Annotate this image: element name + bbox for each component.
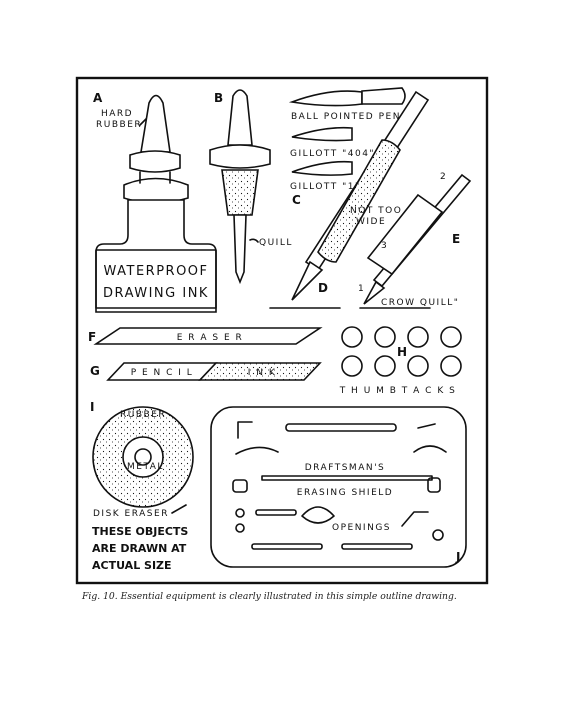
- label-d: D: [318, 281, 328, 295]
- stopper-cap: [227, 89, 253, 146]
- thumb-tack: [374, 355, 396, 377]
- ball-pointed-pen-label: BALL POINTED PEN: [291, 112, 401, 122]
- label-3: 3: [381, 241, 388, 251]
- rubber-label: RUBBER: [120, 410, 166, 420]
- thumb-tack: [440, 326, 462, 348]
- label-c: C: [292, 193, 301, 207]
- label-h: H: [397, 345, 407, 359]
- not-too-wide-label-1: NOT TOO: [350, 206, 402, 216]
- bottle-label-line-1: WATERPROOF: [103, 264, 208, 279]
- ball-pointed-pen-holder: [361, 87, 406, 105]
- crow-quill-holder: 2 3 1 E CROW QUILL": [358, 172, 472, 309]
- thumb-tack: [341, 326, 363, 348]
- pencil-label: P E N C I L: [131, 368, 194, 378]
- bottle-body: [95, 199, 217, 313]
- thumb-tack: [407, 326, 429, 348]
- label-b: B: [214, 91, 223, 105]
- disk-eraser: I RUBBER METAL DISK ERASER THESE OBJECTS…: [90, 400, 194, 572]
- dropper-stopper: B QUILL: [209, 89, 293, 285]
- thumb-tack: [440, 355, 462, 377]
- label-g: G: [90, 364, 100, 378]
- figure-frame: [75, 76, 489, 585]
- stopper-collar: [209, 144, 271, 169]
- pen-holder-grip: [317, 139, 401, 263]
- bottle-cap: [140, 94, 171, 153]
- disk-eraser-leader: [171, 504, 187, 514]
- thumb-tack: [407, 355, 429, 377]
- thumb-tacks: H T H U M B T A C K S: [339, 326, 462, 396]
- note-line-1: THESE OBJECTS: [92, 525, 188, 538]
- eraser-g: G P E N C I L I N K: [90, 362, 322, 381]
- eraser-shape: [93, 327, 323, 345]
- note-line-3: ACTUAL SIZE: [92, 559, 172, 572]
- stopper-cork: [221, 169, 259, 216]
- ink-eraser-end: [198, 362, 322, 381]
- bottle-label: [95, 249, 217, 309]
- openings-label: OPENINGS: [332, 523, 391, 533]
- disk-eraser-metal: [122, 436, 164, 478]
- gillott-404-nib: [291, 126, 353, 142]
- label-j: J: [455, 550, 460, 564]
- ink-label: I N K: [248, 368, 277, 378]
- label-e: E: [452, 232, 460, 246]
- crow-quill-nib: [363, 280, 386, 305]
- pen-holder-nib: [291, 260, 324, 301]
- pen-holder-d: NOT TOO WIDE D: [269, 90, 430, 309]
- thumb-tack: [341, 355, 363, 377]
- quill-label: QUILL: [259, 238, 293, 248]
- label-f: F: [88, 330, 96, 344]
- shield-label-1: DRAFTSMAN'S: [305, 463, 386, 473]
- gillott-170-label: GILLOTT "170": [290, 182, 375, 192]
- hard-rubber-label-2: RUBBER: [96, 120, 142, 130]
- not-too-wide-label-2: WIDE: [356, 217, 386, 227]
- thumb-tacks-label: T H U M B T A C K S: [339, 386, 457, 396]
- shield-outline: [210, 406, 467, 568]
- figure-caption: Fig. 10. Essential equipment is clearly …: [82, 591, 457, 602]
- pen-nibs: BALL POINTED PEN GILLOTT "404" GILLOTT "…: [288, 87, 406, 207]
- label-2: 2: [440, 172, 447, 182]
- ball-pointed-pen-nib: [288, 90, 363, 107]
- disk-eraser-label: DISK ERASER: [93, 509, 169, 519]
- thumb-tack: [374, 326, 396, 348]
- gillott-404-label: GILLOTT "404": [290, 149, 375, 159]
- crow-quill-label: CROW QUILL": [381, 298, 459, 308]
- hard-rubber-label-1: HARD: [101, 109, 133, 119]
- eraser-label: E R A S E R: [177, 333, 244, 343]
- gillott-170-nib: [291, 160, 353, 176]
- crow-quill-grip: [366, 193, 444, 276]
- eraser-f: F E R A S E R: [88, 327, 323, 345]
- shield-label-2: ERASING SHIELD: [297, 488, 393, 498]
- bottle-collar: [129, 150, 181, 173]
- note-line-2: ARE DRAWN AT: [92, 542, 187, 555]
- label-i: I: [90, 400, 94, 414]
- label-1: 1: [358, 284, 365, 294]
- bottle-label-line-2: DRAWING INK: [103, 286, 209, 301]
- quill-leader: [249, 238, 259, 243]
- ink-bottle: A HARD RUBBER WATERPROOF DRAWING INK: [93, 91, 217, 313]
- erasing-shield: DRAFTSMAN'S ERASING SHIELD OPENINGS J: [210, 406, 467, 568]
- stopper-quill: [233, 214, 247, 285]
- label-a: A: [93, 91, 103, 105]
- metal-label: METAL: [127, 462, 164, 472]
